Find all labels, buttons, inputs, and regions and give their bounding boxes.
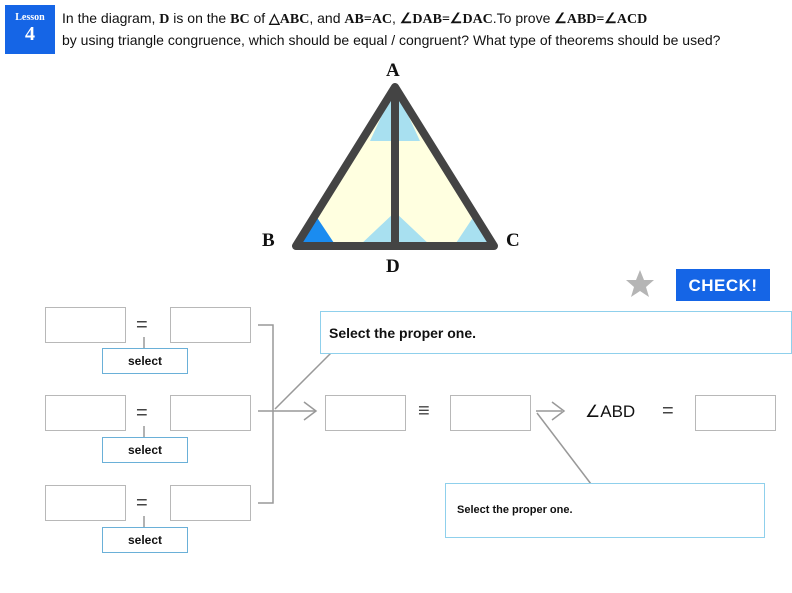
tooltip-pointer: [536, 412, 592, 485]
question-text: is on the: [169, 10, 231, 26]
tooltip-bottom: Select the proper one.: [445, 483, 765, 538]
tooltip-bottom-text: Select the proper one.: [457, 504, 573, 516]
row1-right-slot[interactable]: [170, 307, 251, 343]
vertex-d-label: D: [386, 256, 400, 277]
lesson-word: Lesson: [15, 12, 45, 23]
question-math: ∠DAB=∠DAC: [399, 12, 493, 27]
question-text: .To prove: [492, 10, 555, 26]
angle-acd: [454, 213, 494, 246]
vertex-b-label: B: [262, 230, 275, 251]
question-text: , and: [309, 10, 345, 26]
question-line-2: by using triangle congruence, which shou…: [62, 32, 721, 48]
conclusion-angle: ∠ABD: [585, 402, 636, 421]
question-math: AB=AC: [344, 12, 393, 27]
congruent-right-slot[interactable]: [450, 395, 531, 431]
row1-equals: =: [136, 314, 148, 336]
conclusion-equals: =: [662, 400, 674, 422]
star-icon: [626, 270, 654, 297]
question-line-1: In the diagram, D is on the BC of △ABC, …: [62, 10, 647, 28]
tooltip-top: Select the proper one.: [320, 311, 792, 354]
question-math: △ABC: [269, 12, 310, 27]
row2-left-slot[interactable]: [45, 395, 126, 431]
row2-equals: =: [136, 402, 148, 424]
bracket-line: [258, 324, 274, 504]
tooltip-pointer: [274, 351, 333, 410]
question-text: of: [249, 10, 270, 26]
question-text: In the diagram,: [62, 10, 160, 26]
congruent-left-slot[interactable]: [325, 395, 406, 431]
question-math: D: [159, 12, 170, 27]
row3-select-button[interactable]: select: [102, 527, 188, 553]
vertex-a-label: A: [386, 60, 400, 81]
check-button[interactable]: CHECK!: [676, 269, 770, 301]
congruence-symbol: ≡: [418, 400, 430, 422]
row1-left-slot[interactable]: [45, 307, 126, 343]
lesson-number: 4: [25, 23, 35, 45]
question-text: ,: [392, 10, 400, 26]
arrow-head-icon: [303, 401, 318, 421]
row1-select-button[interactable]: select: [102, 348, 188, 374]
triangle-diagram: [292, 83, 498, 250]
conclusion-slot[interactable]: [695, 395, 776, 431]
row3-equals: =: [136, 492, 148, 514]
vertex-c-label: C: [506, 230, 520, 251]
row3-left-slot[interactable]: [45, 485, 126, 521]
row3-right-slot[interactable]: [170, 485, 251, 521]
row2-select-button[interactable]: select: [102, 437, 188, 463]
angle-abd: [296, 213, 336, 246]
question-math: BC: [230, 12, 250, 27]
arrow-head-icon: [551, 401, 566, 421]
question-math: ∠ABD=∠ACD: [554, 12, 648, 27]
tooltip-top-text: Select the proper one.: [329, 325, 477, 341]
lesson-badge: Lesson 4: [5, 5, 55, 54]
row2-right-slot[interactable]: [170, 395, 251, 431]
